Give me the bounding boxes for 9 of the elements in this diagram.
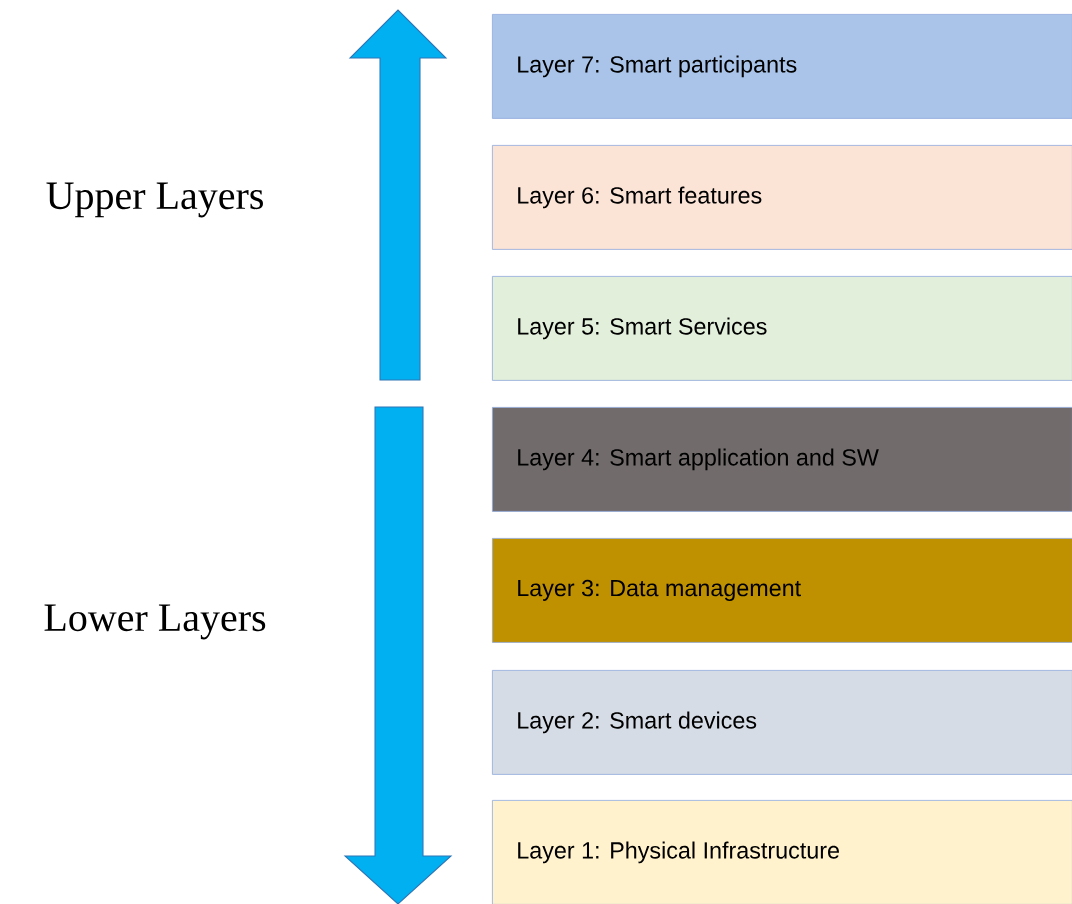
- layer-box: Layer 5: Smart Services: [492, 276, 1072, 381]
- layer-box: Layer 4: Smart application and SW: [492, 407, 1072, 512]
- layer-group-label: Upper Layers: [46, 182, 263, 218]
- layer-box: Layer 7: Smart participants: [492, 14, 1072, 119]
- layer-box: Layer 1: Physical Infrastructure: [492, 800, 1072, 904]
- layer-box: Layer 3: Data management: [492, 538, 1072, 643]
- layer-box: Layer 2: Smart devices: [492, 670, 1072, 775]
- layer-group-label: Lower Layers: [44, 604, 266, 640]
- layer-box: Layer 6: Smart features: [492, 145, 1072, 250]
